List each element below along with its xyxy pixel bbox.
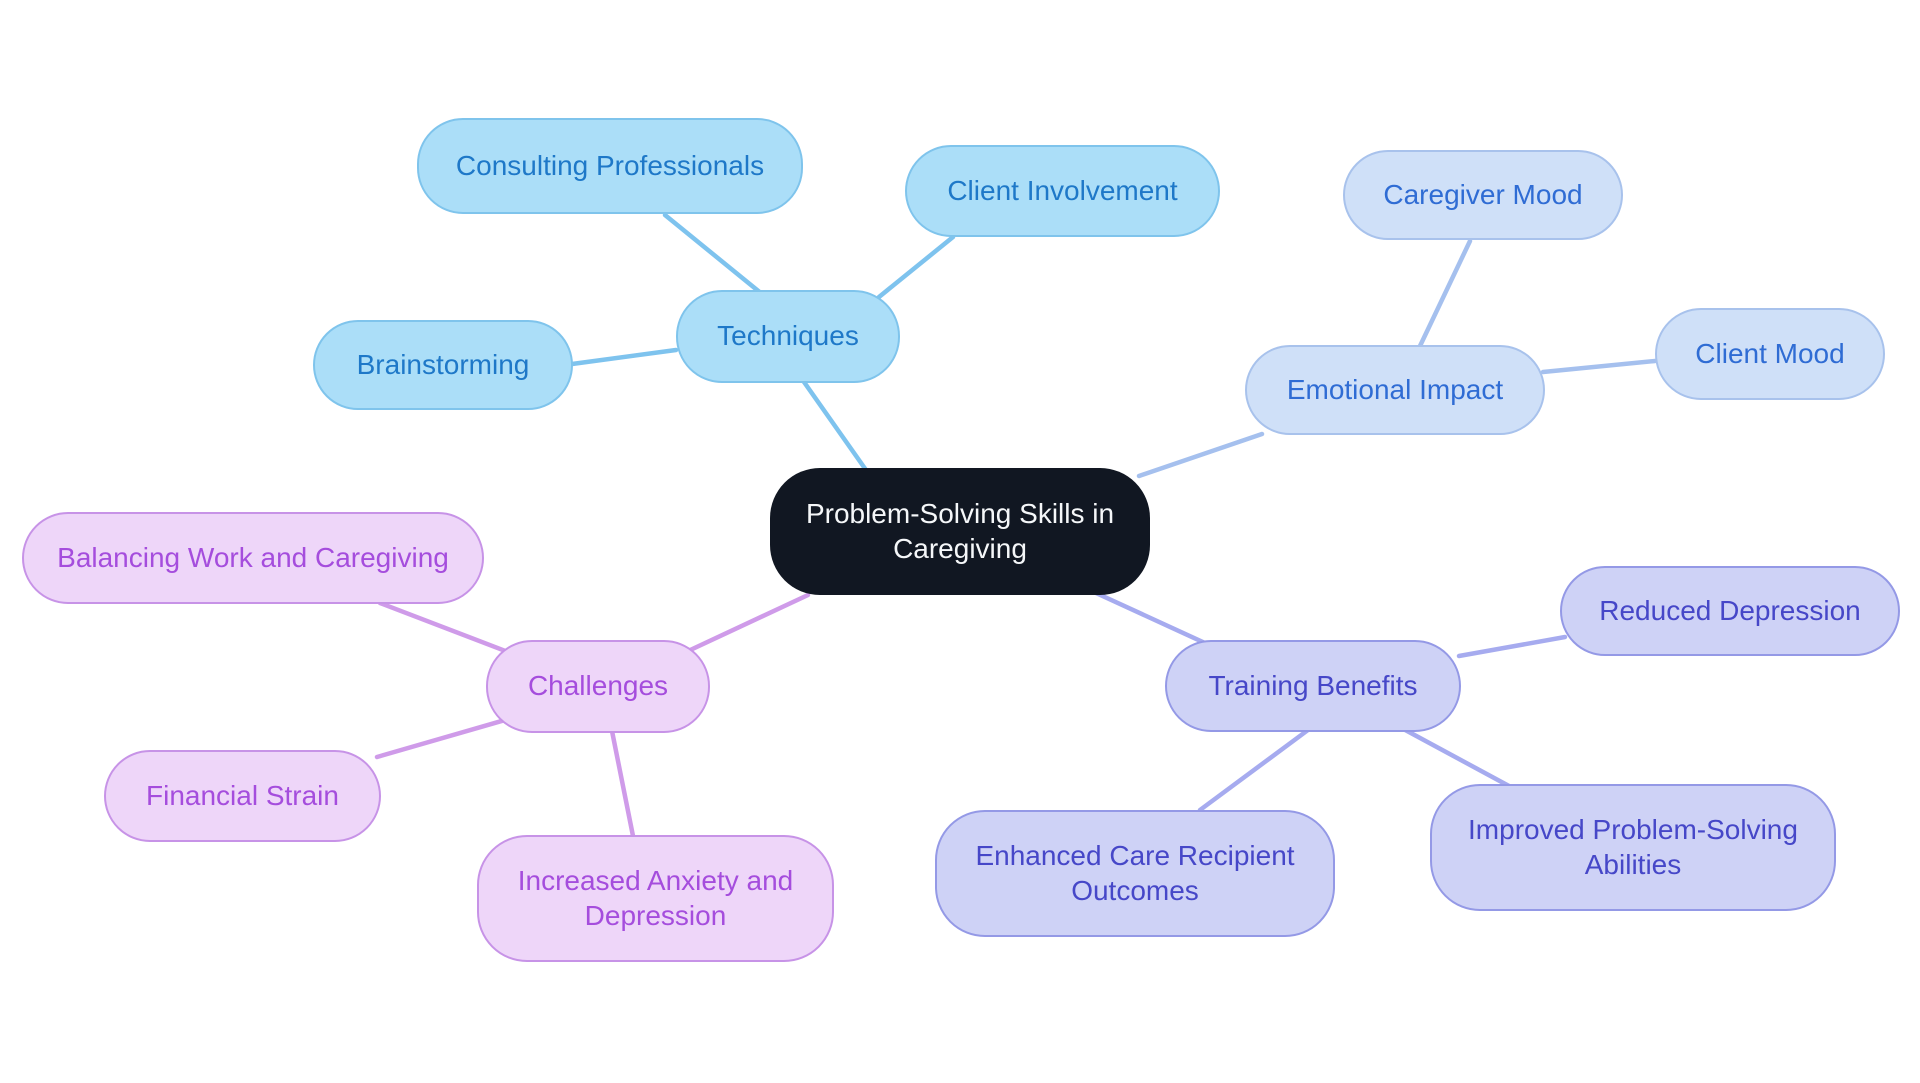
edge-center-emotional <box>1136 431 1265 479</box>
edge-center-techniques <box>801 379 869 473</box>
edge-training-improved <box>1393 722 1512 789</box>
node-emotional-impact[interactable]: Emotional Impact <box>1245 345 1545 435</box>
node-reduced-depression[interactable]: Reduced Depression <box>1560 566 1900 656</box>
node-consulting-professionals[interactable]: Consulting Professionals <box>417 118 803 214</box>
node-central-topic[interactable]: Problem-Solving Skills in Caregiving <box>770 468 1150 595</box>
node-client-mood[interactable]: Client Mood <box>1655 308 1885 400</box>
node-label: Emotional Impact <box>1286 373 1504 405</box>
node-label: Balancing Work and Caregiving <box>57 541 449 573</box>
edge-emotional-client-mood <box>1540 358 1658 375</box>
node-label: Reduced Depression <box>1599 594 1861 626</box>
node-label: Brainstorming <box>356 348 530 380</box>
node-label: Challenges <box>527 670 669 702</box>
edge-emotional-caregiver-mood <box>1417 238 1473 349</box>
node-challenges[interactable]: Challenges <box>486 640 710 733</box>
node-financial-strain[interactable]: Financial Strain <box>104 750 381 842</box>
edge-center-challenges <box>683 592 811 655</box>
node-label: Techniques <box>717 320 859 352</box>
edge-challenges-anxiety <box>609 728 636 839</box>
node-client-involvement[interactable]: Client Involvement <box>905 145 1220 237</box>
node-label: Caregiver Mood <box>1383 178 1583 210</box>
node-increased-anxiety-and-depression[interactable]: Increased Anxiety and Depression <box>477 835 834 962</box>
edge-training-enhanced <box>1197 727 1311 813</box>
node-label: Client Involvement <box>947 174 1178 206</box>
node-training-benefits[interactable]: Training Benefits <box>1165 640 1461 732</box>
edge-training-reduced <box>1456 634 1568 659</box>
node-label: Enhanced Care Recipient Outcomes <box>975 840 1295 906</box>
node-label: Training Benefits <box>1208 669 1418 701</box>
edge-techniques-client-involvement <box>876 234 956 300</box>
node-techniques[interactable]: Techniques <box>676 290 900 383</box>
node-improved-problem-solving-abilities[interactable]: Improved Problem-Solving Abilities <box>1430 784 1836 911</box>
node-label: Consulting Professionals <box>455 149 765 181</box>
node-label: Increased Anxiety and Depression <box>517 865 794 931</box>
edge-challenges-financial <box>374 713 522 760</box>
node-enhanced-care-recipient-outcomes[interactable]: Enhanced Care Recipient Outcomes <box>935 810 1335 937</box>
edge-techniques-consulting <box>662 212 765 297</box>
node-label: Improved Problem-Solving Abilities <box>1468 814 1798 880</box>
edge-center-training <box>1093 590 1221 652</box>
node-balancing-work-and-caregiving[interactable]: Balancing Work and Caregiving <box>22 512 484 604</box>
node-brainstorming[interactable]: Brainstorming <box>313 320 573 410</box>
node-label: Problem-Solving Skills in Caregiving <box>805 498 1115 564</box>
node-label: Financial Strain <box>146 779 339 811</box>
edge-techniques-brainstorming <box>569 347 679 367</box>
node-caregiver-mood[interactable]: Caregiver Mood <box>1343 150 1623 240</box>
node-label: Client Mood <box>1695 337 1845 369</box>
